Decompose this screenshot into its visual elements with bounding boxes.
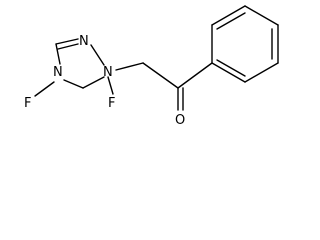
atom-n-right: N xyxy=(103,65,113,80)
bond-c3-n-top xyxy=(55,38,79,45)
bond-n4-c3 xyxy=(55,43,61,65)
bond-n1-c5 xyxy=(82,76,105,89)
bond-c3-n-top-double xyxy=(57,43,79,50)
bond-ph-6-1 xyxy=(211,62,246,83)
bond-n4-f xyxy=(34,81,55,97)
atom-f-right: F xyxy=(108,96,115,111)
atom-n-top: N xyxy=(79,34,89,49)
bond-ph-inner-a xyxy=(216,12,246,30)
atom-n-left: N xyxy=(53,65,63,80)
bond-ph-inner-c xyxy=(216,59,246,77)
atom-f-left: F xyxy=(24,96,31,111)
bond-c5-n4 xyxy=(63,79,84,89)
bond-n-top-n1 xyxy=(90,44,105,66)
bond-n1-ch2 xyxy=(115,62,144,71)
bond-ph-2-3 xyxy=(211,5,246,26)
bond-ph-3-4 xyxy=(244,5,279,26)
molecule-structure: N N N F F O xyxy=(24,5,279,128)
bond-n1-f xyxy=(107,76,114,95)
bond-carbonyl-phenyl xyxy=(177,62,213,89)
bond-ch2-carbonyl xyxy=(142,62,179,89)
atom-o-carbonyl: O xyxy=(175,113,185,128)
molecule-canvas: N N N F F O xyxy=(0,0,284,132)
bond-ph-5-6 xyxy=(244,62,279,83)
